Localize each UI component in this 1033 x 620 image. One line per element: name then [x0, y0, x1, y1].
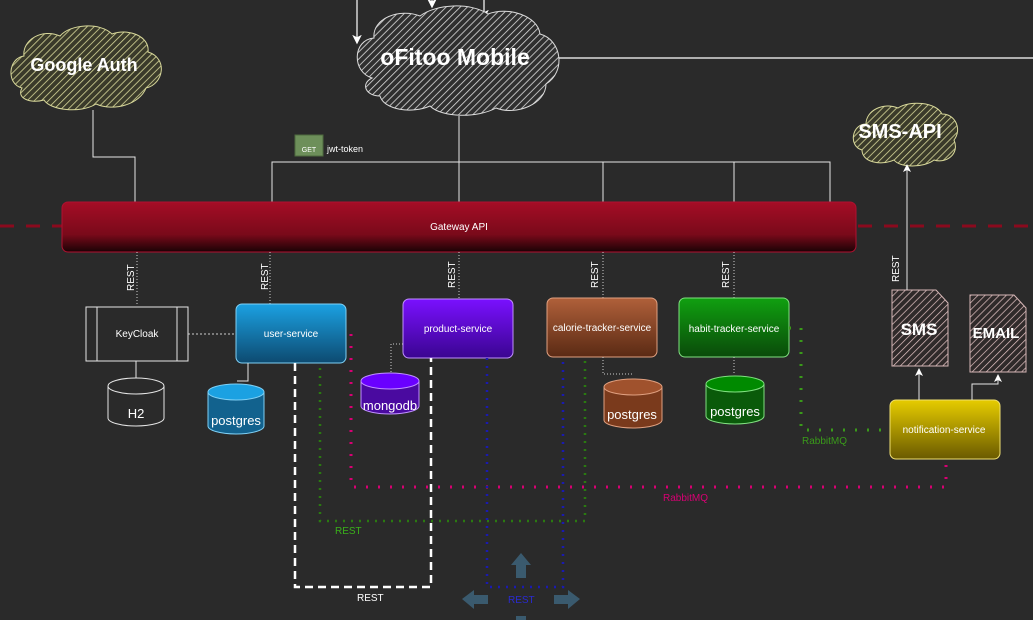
notif-to-email-arrow	[971, 374, 1002, 400]
notification-service-box[interactable]	[889, 399, 1001, 460]
user-service-box[interactable]	[235, 303, 347, 364]
habit-postgres-label: postgres	[710, 404, 760, 419]
arrow-right-icon[interactable]	[554, 590, 580, 609]
keycloak-box[interactable]: KeyCloak	[85, 306, 189, 362]
rabbitmq-green-link	[789, 326, 889, 432]
calorie-tracker-service-label: calorie-tracker-service	[553, 323, 652, 334]
sms-api-cloud: SMS-API	[852, 102, 958, 167]
jwt-token-label: jwt-token	[326, 144, 363, 154]
email-label: EMAIL	[973, 325, 1020, 342]
mongodb-label: mongodb	[363, 398, 417, 413]
calorie-tracker-service-box[interactable]	[546, 297, 658, 358]
rest-label-habit: REST	[721, 261, 732, 288]
rest-white-link	[293, 358, 433, 589]
get-badge	[294, 134, 324, 157]
sms-label: SMS	[901, 320, 938, 339]
calorie-postgres-database: postgres	[603, 378, 663, 429]
habit-tracker-service-label: habit-tracker-service	[689, 324, 780, 335]
rest-links	[136, 252, 735, 306]
rest-label-sms: REST	[891, 255, 902, 282]
user-service-label: user-service	[264, 329, 319, 340]
rest-green-link	[318, 357, 587, 523]
product-service-label: product-service	[424, 324, 493, 335]
rest-label-product: REST	[447, 261, 458, 288]
rabbitmq-green-label: RabbitMQ	[802, 436, 847, 447]
calorie-db-link	[602, 357, 633, 375]
rest-blue-label: REST	[508, 595, 535, 606]
rest-green-label: REST	[335, 526, 362, 537]
user-postgres-database: postgres	[207, 383, 265, 435]
rest-label-calorie: REST	[590, 261, 601, 288]
ofitoo-mobile-label: oFitoo Mobile	[380, 44, 529, 70]
nav-arrows	[462, 553, 580, 620]
email-document: EMAIL	[969, 294, 1027, 373]
rabbitmq-pink-label: RabbitMQ	[663, 493, 708, 504]
h2-database: H2	[107, 377, 165, 427]
gateway-api-label: Gateway API	[430, 222, 488, 233]
habit-postgres-database: postgres	[705, 375, 765, 425]
arrow-down-icon[interactable]	[516, 616, 526, 620]
rest-label-user: REST	[260, 263, 271, 290]
calorie-postgres-label: postgres	[607, 407, 657, 422]
google-auth-label: Google Auth	[30, 55, 137, 75]
sms-document: SMS	[891, 289, 949, 367]
notification-service-label: notification-service	[903, 425, 986, 436]
user-db-link	[237, 363, 249, 382]
sms-api-label: SMS-API	[858, 121, 941, 143]
rest-white-label: REST	[357, 593, 384, 604]
rest-blue-link	[485, 357, 565, 589]
rest-label-keycloak: REST	[126, 264, 137, 291]
google-auth-cloud: Google Auth	[10, 25, 162, 111]
user-postgres-label: postgres	[211, 413, 261, 428]
product-service-box[interactable]	[402, 298, 514, 359]
product-db-link	[390, 343, 403, 372]
get-badge-label: GET	[302, 147, 317, 154]
mongodb-database: mongodb	[360, 372, 420, 415]
ofitoo-mobile-cloud: oFitoo Mobile	[356, 5, 560, 116]
gateway-connectors	[92, 110, 831, 202]
arrow-left-icon[interactable]	[462, 590, 488, 609]
keycloak-label: KeyCloak	[116, 329, 160, 340]
arrow-up-icon[interactable]	[511, 553, 531, 578]
h2-label: H2	[128, 406, 145, 421]
